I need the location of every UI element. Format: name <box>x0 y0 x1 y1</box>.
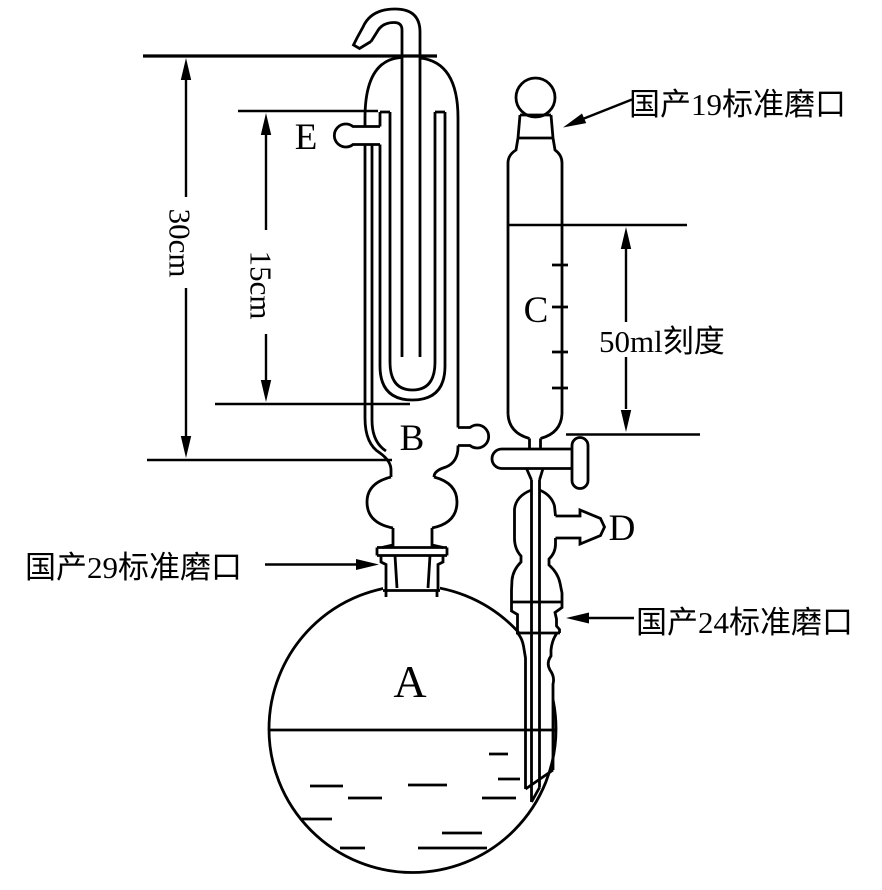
tube-taper-below-stopcock <box>525 467 545 481</box>
receiver-bottom <box>506 413 564 449</box>
inner-tube-left-channel <box>378 110 392 366</box>
dimension-annotations <box>143 54 700 624</box>
round-bottom-flask-a <box>267 576 558 874</box>
condenser-side-nozzle <box>458 423 490 450</box>
joint19-arrowhead <box>563 113 587 128</box>
hook-vent-tube <box>351 7 422 357</box>
labels: A B C D E 30cm 15cm 50ml刻度 国产19标准磨口 国产29… <box>25 87 853 707</box>
reflux-condenser <box>333 7 490 597</box>
receiver-shoulders <box>506 137 564 414</box>
graduation-ticks <box>552 263 568 390</box>
joint24-label: 国产24标准磨口 <box>636 605 853 640</box>
stopcock-valve <box>490 436 607 803</box>
arrowhead-15cm-down <box>260 380 272 402</box>
condenser-jacket-left <box>370 144 387 453</box>
inner-tube-right-channel <box>433 110 447 366</box>
joint19-label: 国产19标准磨口 <box>629 87 846 122</box>
arrowhead-30cm-down <box>180 436 192 458</box>
outer-tube-into-flask <box>516 632 559 791</box>
nozzle-d-label: D <box>609 508 636 549</box>
receiver-c-label: C <box>524 290 549 331</box>
arrowhead-50ml-up <box>620 227 632 249</box>
joint19-arrow-line <box>583 98 633 120</box>
condenser-wall-right <box>432 118 460 478</box>
arrowhead-50ml-down <box>620 410 632 432</box>
arrowhead-30cm-up <box>180 58 192 80</box>
condenser-lower-bulb <box>365 475 459 530</box>
joint29-cone-inner <box>393 555 432 589</box>
dim-50ml-text: 50ml刻度 <box>599 324 725 359</box>
joint24-arrowhead <box>566 612 589 624</box>
joint29-label: 国产29标准磨口 <box>25 550 242 585</box>
joint24 <box>510 600 564 635</box>
arrowhead-15cm-up <box>260 113 272 135</box>
d-bulb <box>510 488 564 602</box>
flask-neck-patch <box>383 576 440 599</box>
nozzle-e-label: E <box>295 117 318 158</box>
stopper-plug <box>516 113 555 140</box>
inner-tube-u-bend <box>378 361 447 402</box>
joint29-flange <box>375 546 449 557</box>
nozzle-d <box>555 507 607 547</box>
dim-30cm-text: 30cm <box>163 209 198 278</box>
condenser-b-label: B <box>400 418 425 459</box>
graduated-receiver-c <box>506 76 568 449</box>
joint29-cup <box>379 555 445 597</box>
condenser-wall-left <box>363 118 393 477</box>
stopcock-body <box>490 447 582 470</box>
condenser-dome <box>363 56 460 119</box>
dim-15cm-text: 15cm <box>244 251 279 320</box>
condenser-lower-neck <box>381 528 444 549</box>
liquid-dashes <box>302 752 520 850</box>
stopper-knob <box>514 76 557 119</box>
stopcock-handle <box>570 436 590 490</box>
flask-a-label: A <box>393 656 426 707</box>
nozzle-e <box>333 122 380 149</box>
joint29-arrowhead <box>356 559 379 570</box>
